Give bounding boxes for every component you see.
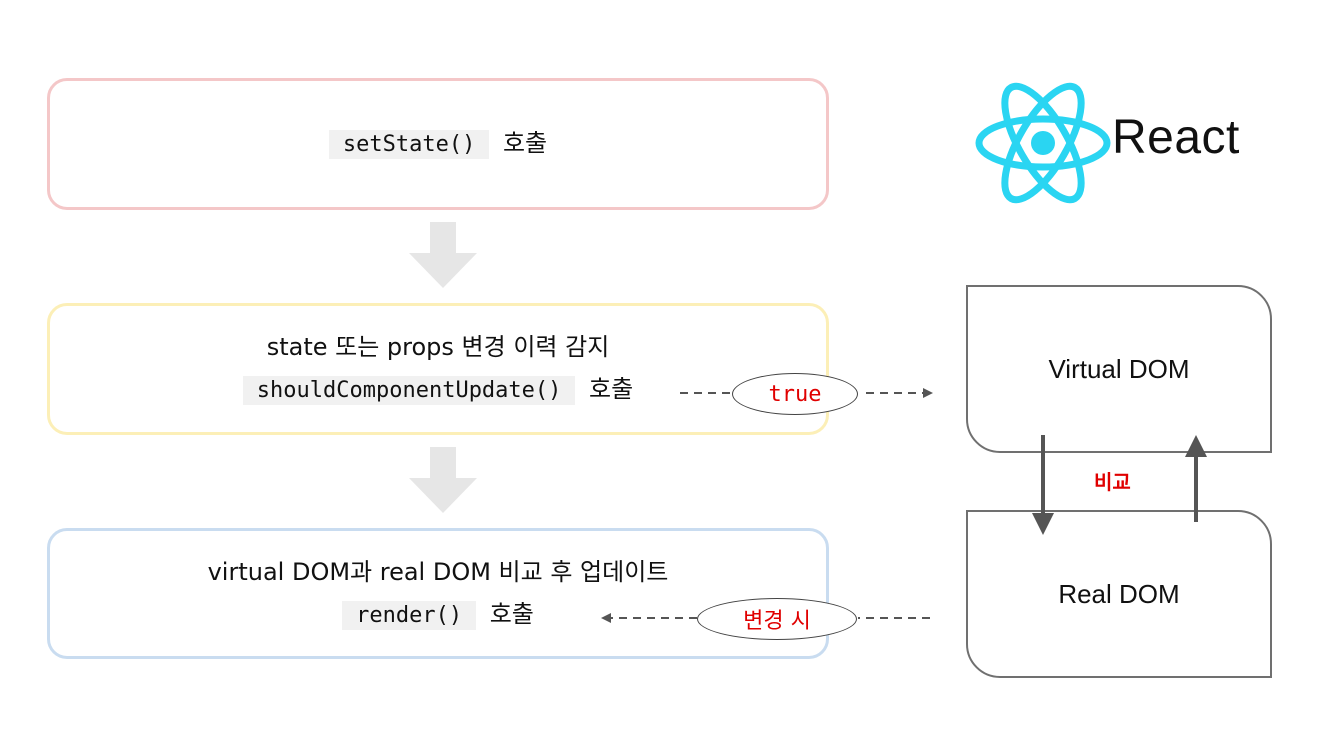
- step-setstate-line: setState() 호출: [328, 126, 548, 162]
- react-logo-icon: [975, 82, 1111, 204]
- step-render-description: virtual DOM과 real DOM 비교 후 업데이트: [207, 557, 669, 586]
- edge-true-label: true: [732, 373, 858, 415]
- real-dom-label: Real DOM: [1058, 578, 1180, 609]
- edge-change-label: 변경 시: [697, 598, 857, 640]
- react-wordmark: React: [1112, 111, 1240, 164]
- should-component-update-code: shouldComponentUpdate(): [242, 376, 576, 405]
- setstate-code: setState(): [328, 130, 490, 159]
- down-arrow-1: [409, 222, 477, 288]
- step-should-update-line: shouldComponentUpdate() 호출: [242, 372, 634, 408]
- step-render-line: render() 호출: [342, 597, 534, 633]
- step-should-update-description: state 또는 props 변경 이력 감지: [266, 333, 610, 361]
- step-should-update-box: state 또는 props 변경 이력 감지 shouldComponentU…: [47, 303, 829, 435]
- step-render-box: virtual DOM과 real DOM 비교 후 업데이트 render()…: [47, 528, 829, 659]
- compare-label: 비교: [1094, 470, 1131, 494]
- virtual-dom-node: Virtual DOM: [966, 285, 1272, 453]
- should-update-call-label: 호출: [589, 375, 634, 403]
- render-code: render(): [342, 600, 477, 630]
- step-setstate-box: setState() 호출: [47, 78, 829, 210]
- down-arrow-2: [409, 447, 477, 513]
- render-call-label: 호출: [489, 599, 534, 628]
- real-dom-node: Real DOM: [966, 510, 1272, 678]
- virtual-dom-label: Virtual DOM: [1048, 353, 1190, 384]
- setstate-call-label: 호출: [502, 129, 548, 157]
